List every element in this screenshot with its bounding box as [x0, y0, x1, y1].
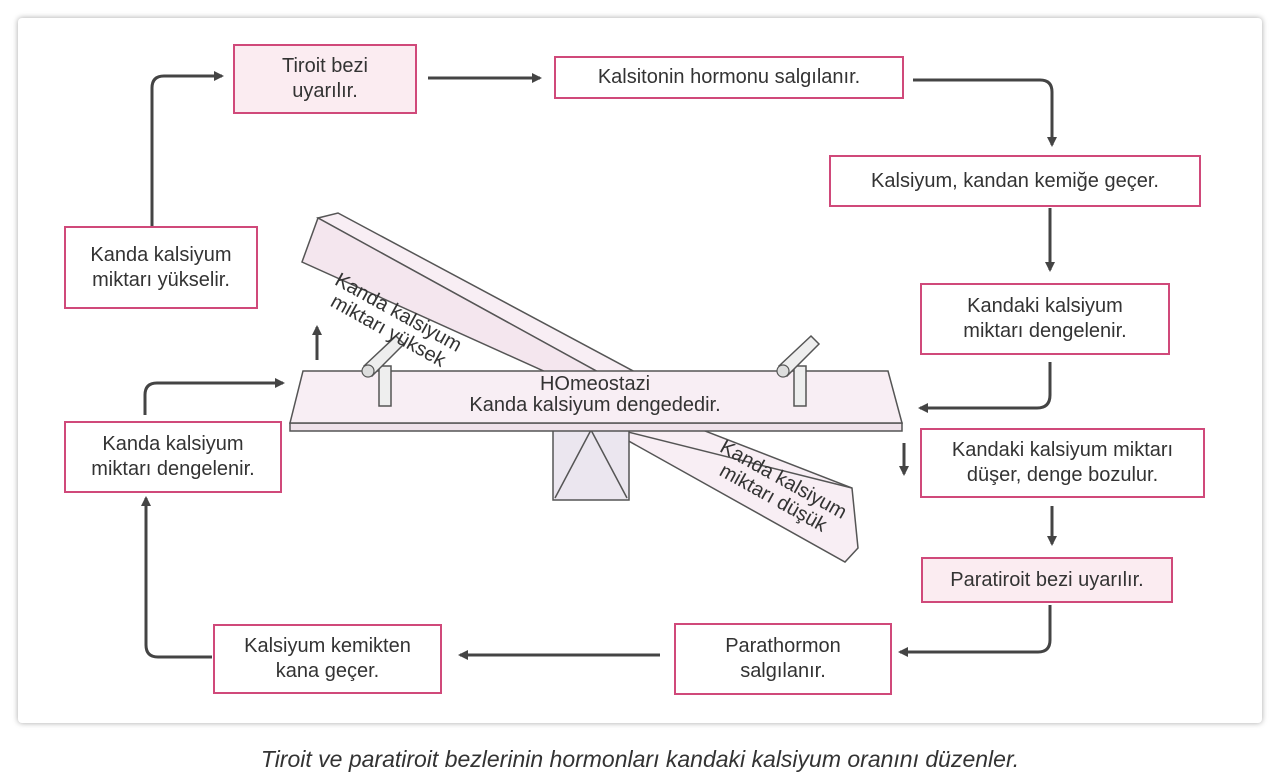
box-parathormon: Parathormon salgılanır. — [674, 623, 892, 695]
box-kandaki-dengelenir: Kandaki kalsiyum miktarı dengelenir. — [920, 283, 1170, 355]
box-kanda-dengelenir: Kanda kalsiyum miktarı dengelenir. — [64, 421, 282, 493]
seesaw-right-handle — [776, 334, 821, 407]
seesaw-fulcrum — [552, 427, 630, 501]
seesaw-main-plank — [289, 370, 903, 432]
seesaw-left-handle — [361, 334, 406, 407]
box-paratiroit: Paratiroit bezi uyarılır. — [921, 557, 1173, 603]
arrow-yukselir-to-tiroit — [150, 71, 224, 226]
box-kalsitonin: Kalsitonin hormonu salgılanır. — [554, 56, 904, 99]
homeostasis-title: HOmeostazi — [539, 373, 651, 395]
figure-caption: Tiroit ve paratiroit bezlerinin hormonla… — [260, 746, 1020, 772]
homeostasis-subtitle: Kanda kalsiyum dengededir. — [469, 394, 721, 416]
box-tiroit-bezi: Tiroit bezi uyarılır. — [233, 44, 417, 114]
box-kemikten-kana: Kalsiyum kemikten kana geçer. — [213, 624, 442, 694]
arrow-kalsitonin-to-kemige — [913, 78, 1057, 147]
arrow-kemikten-to-kanda-dengelenir — [141, 496, 212, 659]
arrow-dengelenir-to-plank — [918, 362, 1052, 413]
box-kandaki-duser: Kandaki kalsiyum miktarı düşer, denge bo… — [920, 428, 1205, 498]
box-kanda-yukselir: Kanda kalsiyum miktarı yükselir. — [64, 226, 258, 309]
homeostasis-label: HOmeostazi Kanda kalsiyum dengededir. — [290, 374, 900, 416]
flow-arrows — [141, 71, 1057, 660]
box-kalsiyum-kemige: Kalsiyum, kandan kemiğe geçer. — [829, 155, 1201, 207]
arrow-paratiroit-to-parathormon — [898, 605, 1052, 657]
arrow-kanda-dengelenir-to-plank — [143, 378, 285, 415]
